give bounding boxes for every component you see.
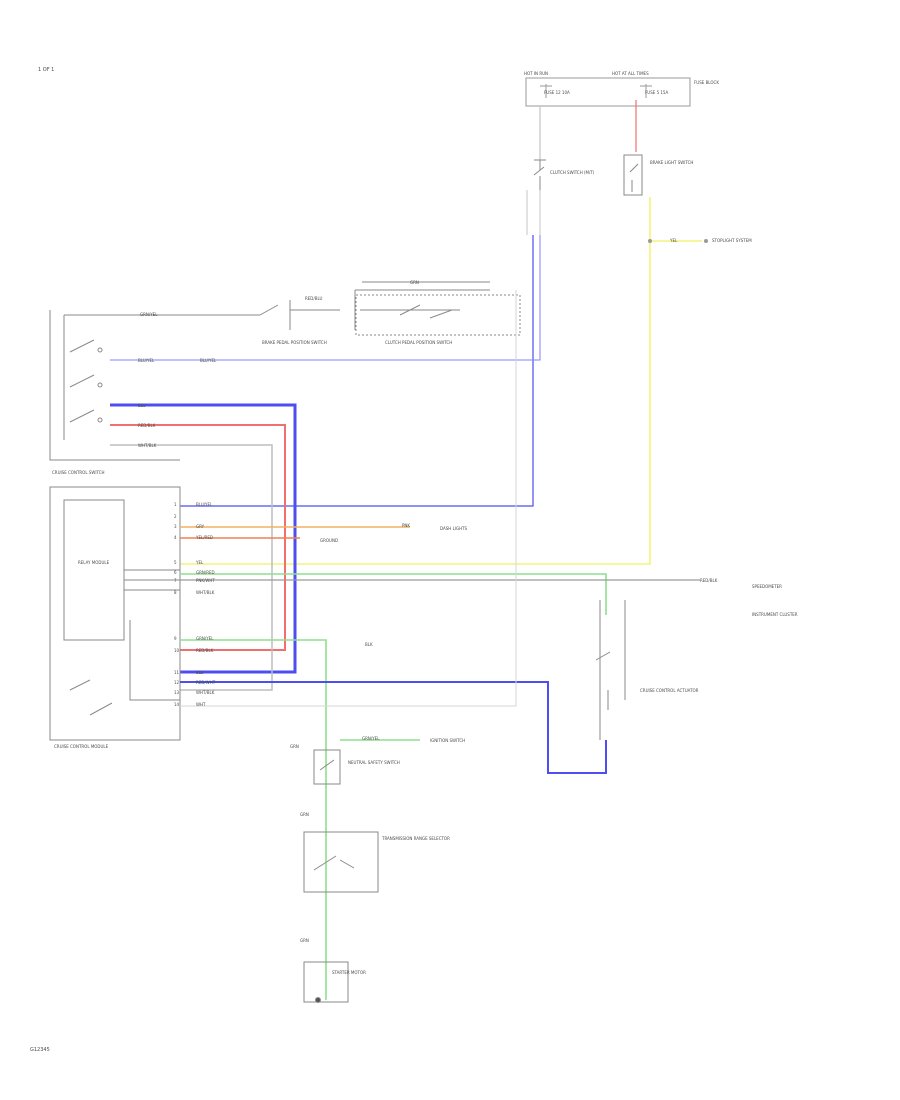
fuse-block [525, 77, 691, 107]
brake-switch-label: BRAKE LIGHT SWITCH [650, 160, 694, 165]
clutch-switch-label: CLUTCH SWITCH (M/T) [550, 170, 595, 175]
wire-blu-yel-label-a: BLU/YEL [138, 358, 155, 363]
cruise-module-label: CRUISE CONTROL MODULE [54, 744, 109, 749]
wire-grn-yel-ign: GRN/YEL [362, 736, 380, 741]
wire-blu-yel-label-b: BLU/YEL [200, 358, 217, 363]
pin-label: 3 [174, 524, 177, 529]
cruise-control-switch-label: CRUISE CONTROL SWITCH [52, 470, 105, 475]
wire-red-blk-pin: RED/BLK [196, 648, 214, 653]
brake-pedal-switch-label: BRAKE PEDAL POSITION SWITCH [262, 340, 327, 345]
wire-grn-yel-pin: GRN/YEL [196, 636, 214, 641]
wire-pnk-wht-pin: PNK/WHT [196, 578, 215, 583]
wire-red-wht-pin: RED/WHT [196, 680, 216, 685]
wire-blue-actuator [180, 681, 607, 774]
dash-lights-label: DASH LIGHTS [440, 526, 468, 531]
trans-range-selector-label: TRANSMISSION RANGE SELECTOR [382, 836, 450, 841]
wire-gray-main [110, 444, 273, 691]
pin-label: 13 [174, 690, 180, 695]
lower-components [303, 749, 379, 1003]
wire-blue-yel-relay [110, 235, 541, 361]
page-title: 1 OF 1 [38, 67, 55, 73]
wire-grn-starter: GRN [300, 938, 309, 943]
pin-label: 10 [174, 648, 180, 653]
wire-green-output [180, 573, 607, 615]
wire-pnk-blk-label: BLK [365, 642, 373, 647]
wire-yel-pin: YEL [196, 560, 204, 565]
wire-blue-clutch [180, 235, 534, 507]
wire-green-ignition [180, 639, 327, 1000]
wire-ground-return [180, 290, 517, 707]
cruise-actuator-label: CRUISE CONTROL ACTUATOR [640, 688, 699, 693]
wire-grn-yel-label: GRN/YEL [140, 312, 158, 317]
wire-grn-nss: GRN [290, 744, 299, 749]
speedometer-label: SPEEDOMETER [752, 584, 782, 589]
wire-red-blu-label: RED/BLU [305, 296, 323, 301]
pin-label: 7 [174, 578, 177, 583]
wire-blu-label: BLU [138, 403, 146, 408]
wire-blu-pin: BLU [196, 670, 204, 675]
brake-switch-symbol [623, 154, 643, 196]
wire-wht-pin: WHT [196, 702, 206, 707]
pin-label: 12 [174, 680, 180, 685]
fuse-block-name: FUSE BLOCK [694, 80, 719, 85]
wire-red-blk-label: RED/BLK [138, 423, 156, 428]
fuse-a-label: FUSE 12 10A [544, 90, 570, 95]
wire-grn-lower: GRN [300, 812, 309, 817]
wire-yel-red-pin: YEL/RED [196, 535, 213, 540]
pin-label: 4 [174, 535, 177, 540]
actuator-symbol [595, 600, 626, 740]
pin-label: 8 [174, 590, 177, 595]
pin-label: 14 [174, 702, 180, 707]
neutral-safety-switch-label: NEUTRAL SAFETY SWITCH [348, 760, 400, 765]
pin-label: 5 [174, 560, 177, 565]
clutch-switch-symbol [526, 159, 546, 235]
instrument-cluster-label: INSTRUMENT CLUSTER [752, 612, 798, 617]
wire-red-blk-speedo: RED/BLK [700, 578, 718, 583]
wire-yel-label-top: YEL [670, 238, 678, 243]
wire-wht-blk-pin: WHT/BLK [196, 590, 215, 595]
wire-grn-red-pin: GRN/RED [196, 570, 215, 575]
stoplight-label: STOPLIGHT SYSTEM [712, 238, 752, 243]
ground-label: GROUND [320, 538, 339, 543]
wire-wht-blk-pin-2: WHT/BLK [196, 690, 215, 695]
ignition-switch-label: IGNITION SWITCH [430, 738, 466, 743]
pin-label: 2 [174, 514, 177, 519]
pin-label: 9 [174, 636, 177, 641]
fuse-right-label: HOT AT ALL TIMES [612, 71, 649, 76]
wire-wht-blk-label: WHT/BLK [138, 443, 157, 448]
figure-code: G12345 [30, 1047, 50, 1053]
cruise-module-box [49, 486, 181, 741]
fuse-left-label: HOT IN RUN [524, 71, 549, 76]
starter-motor-label: STARTER MOTOR [332, 970, 366, 975]
wire-gry-pin: GRY [196, 524, 205, 529]
fuse-b-label: FUSE 5 15A [645, 90, 669, 95]
pin-label: 6 [174, 570, 177, 575]
pedal-switches [120, 281, 521, 336]
wire-yellow-stoplight [180, 197, 651, 565]
wire-blu-yel-pin: BLU/YEL [196, 502, 213, 507]
wire-pnk-label: PNK [402, 523, 411, 528]
pin-label: 1 [174, 502, 177, 507]
pin-label: 11 [174, 670, 180, 675]
clutch-pedal-switch-label: CLUTCH PEDAL POSITION SWITCH [385, 340, 453, 345]
cruise-control-switch-outline [49, 310, 180, 461]
relay-module-label: RELAY MODULE [78, 560, 110, 565]
wire-grn-label: GRN [410, 280, 419, 285]
